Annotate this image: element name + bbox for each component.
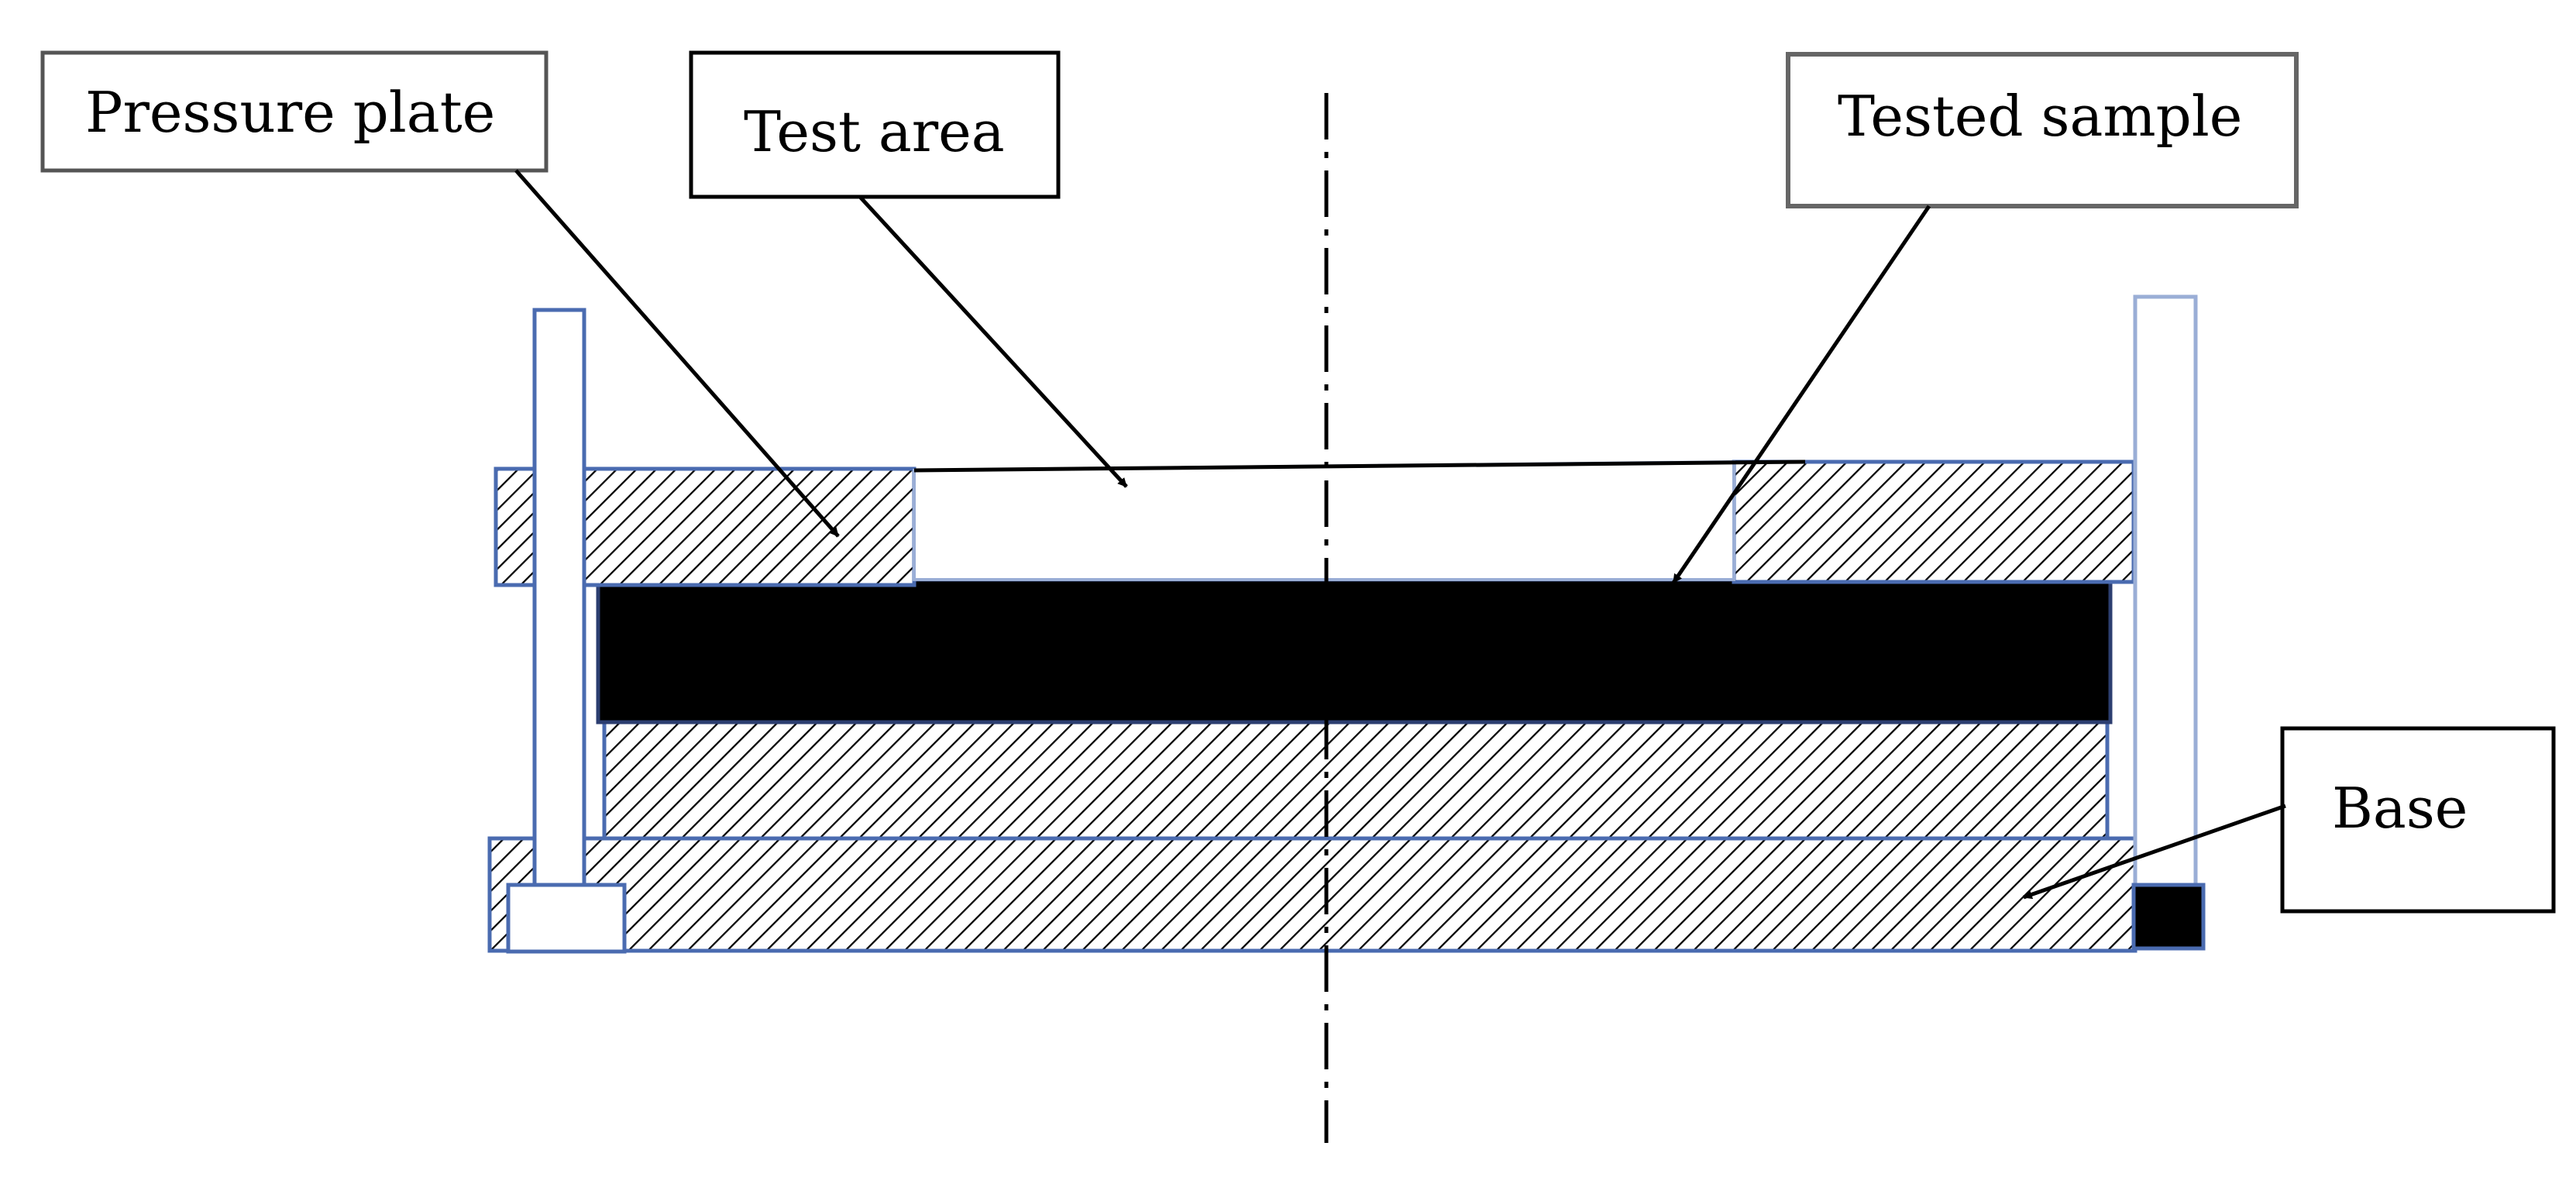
tested-sample-label: Tested sample	[1838, 84, 2242, 149]
base-plate	[487, 836, 2137, 953]
base-label: Base	[2332, 776, 2468, 841]
right-bolt	[2133, 294, 2198, 890]
left-bolt-head	[506, 883, 627, 954]
left-bolt	[532, 308, 586, 890]
pressure-plate-label-box	[40, 50, 549, 173]
tested-sample-label-box	[1786, 52, 2299, 208]
test-area-opening	[913, 459, 1735, 581]
callout-pressure-plate: Pressure plate	[40, 50, 549, 173]
pressure-plate-right	[1732, 459, 2136, 584]
pressure-plate-arrow	[514, 169, 840, 538]
callout-base: Base	[2280, 726, 2556, 914]
base-arrow	[2022, 804, 2286, 900]
right-bolt-nut	[2131, 883, 2206, 951]
base-label-box	[2280, 726, 2556, 914]
test-area-arrow	[858, 195, 1128, 488]
support-layer	[602, 720, 2110, 841]
test-area-top-edge	[913, 459, 1806, 473]
tested-sample-layer	[596, 577, 2113, 725]
test-area-label-box	[689, 50, 1061, 199]
tested-sample-arrow	[1671, 205, 1931, 584]
callout-tested-sample: Tested sample	[1786, 52, 2299, 208]
test-area-label: Test area	[744, 99, 1005, 164]
pressure-plate-label: Pressure plate	[85, 80, 495, 145]
callout-test-area: Test area	[689, 50, 1061, 199]
